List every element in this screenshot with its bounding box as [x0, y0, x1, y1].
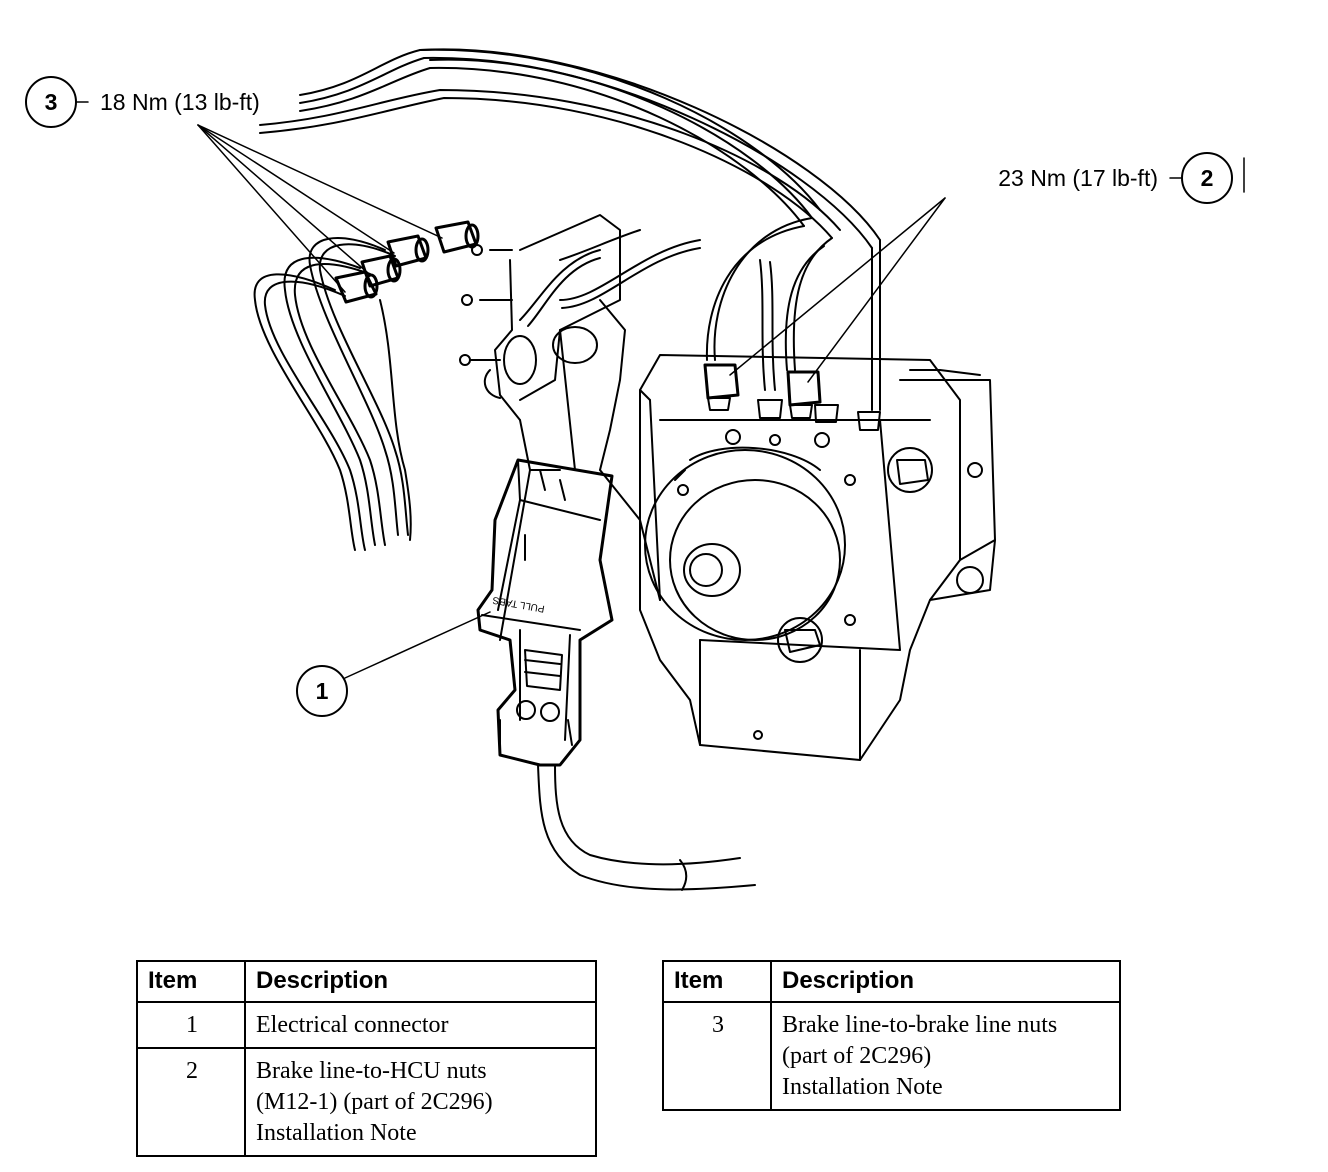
- header-description: Description: [244, 960, 597, 1003]
- brake-line-nuts: [334, 220, 480, 304]
- row-item-number: 1: [136, 1001, 246, 1049]
- row-item-number: 3: [662, 1001, 772, 1111]
- row-description: Brake line-to-brake line nuts (part of 2…: [770, 1001, 1121, 1111]
- callout-3-number: 3: [45, 89, 58, 115]
- row-description: Brake line-to-HCU nuts (M12-1) (part of …: [244, 1047, 597, 1157]
- callout-2-torque: 23 Nm (17 lb-ft): [998, 165, 1158, 191]
- description-line: (M12-1) (part of 2C296): [256, 1089, 493, 1115]
- callout-3-circle: [25, 76, 77, 128]
- callout-1-circle: [296, 665, 348, 717]
- brake-lines: [253, 48, 881, 551]
- table-row: 2 Brake line-to-HCU nuts (M12-1) (part o…: [136, 1047, 597, 1157]
- header-item: Item: [136, 960, 246, 1003]
- installation-note-text: Installation Note: [256, 1120, 417, 1146]
- abs-hcu-illustration: 3 18 Nm (13 lb-ft) 2 23 Nm (17 lb-ft) 1 …: [25, 48, 1245, 891]
- connector-pull-tabs-label: PULL TABS: [491, 594, 545, 614]
- callout-2-number: 2: [1201, 165, 1214, 191]
- hydraulic-control-unit: [639, 354, 996, 761]
- leader-lines: [75, 101, 1245, 679]
- callout-2-circle: [1181, 152, 1233, 204]
- header-item: Item: [662, 960, 772, 1003]
- callout-1-number: 1: [316, 678, 329, 704]
- header-description: Description: [770, 960, 1121, 1003]
- row-item-number: 2: [136, 1047, 246, 1157]
- installation-note-text: Installation Note: [782, 1074, 943, 1100]
- table-header-row: Item Description: [136, 960, 597, 1003]
- description-line: (part of 2C296): [782, 1043, 932, 1069]
- table-row: 3 Brake line-to-brake line nuts (part of…: [662, 1001, 1121, 1111]
- callout-3-torque: 18 Nm (13 lb-ft): [100, 89, 260, 115]
- row-description: Electrical connector: [244, 1001, 597, 1049]
- mounting-bracket: [459, 214, 661, 641]
- legend-table-right: Item Description 3 Brake line-to-brake l…: [662, 960, 1121, 1111]
- legend-table-left: Item Description 1 Electrical connector …: [136, 960, 597, 1157]
- electrical-connector: [476, 458, 756, 891]
- description-line: Electrical connector: [256, 1012, 449, 1038]
- table-header-row: Item Description: [662, 960, 1121, 1003]
- description-line: Brake line-to-HCU nuts: [256, 1058, 487, 1084]
- description-line: Brake line-to-brake line nuts: [782, 1012, 1058, 1038]
- table-row: 1 Electrical connector: [136, 1001, 597, 1049]
